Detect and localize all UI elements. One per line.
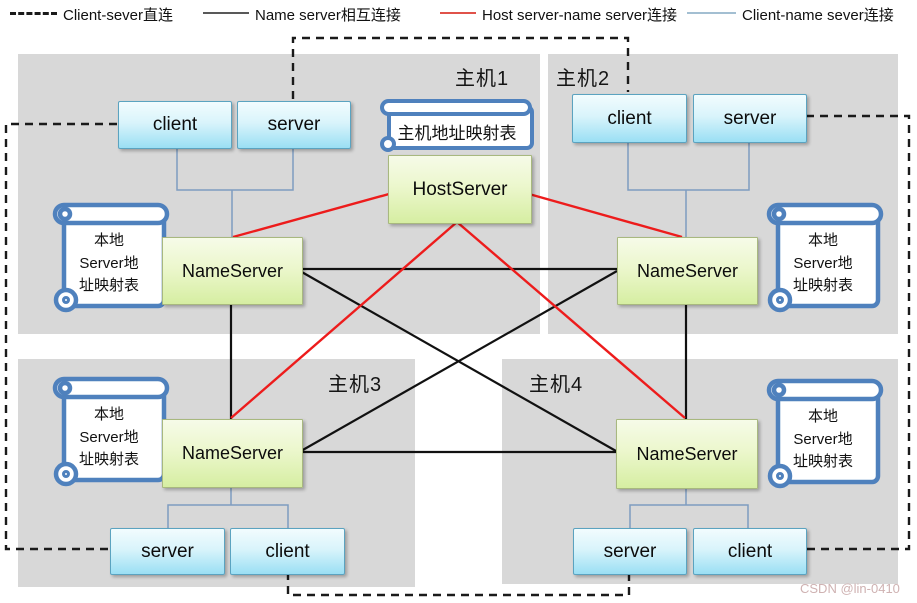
client-box-host1: client (118, 101, 232, 149)
hostserver-box: HostServer (388, 155, 532, 224)
client-ns-link-host2 (627, 141, 750, 238)
nameserver-box-host4: NameServer (616, 419, 758, 489)
red-link-hs-ns2 (528, 192, 683, 239)
local-server-map-scroll-host1: 本地 Server地址映射表 (46, 200, 172, 320)
direct-client-server-links (4, 36, 911, 597)
local-server-map-text: 本地 Server地址映射表 (46, 404, 172, 472)
host-label-3: 主机3 (328, 374, 383, 396)
client-ns-link-host3 (167, 486, 289, 528)
client-label: client (152, 114, 198, 135)
legend: Client-sever直连 Name server相互连接 Host serv… (0, 0, 917, 28)
legend-label-hostserver-nameserver: Host server-name server连接 (482, 7, 678, 24)
server-box-host1: server (237, 101, 351, 149)
nameserver-label: NameServer (636, 443, 738, 464)
local-server-map-scroll-host4: 本地 Server地址映射表 (760, 376, 886, 496)
nameserver-box-host2: NameServer (617, 237, 758, 305)
direct-link-client1-server3 (4, 122, 117, 551)
local-map-line2: Server地 (79, 254, 139, 272)
server-box-host2: server (693, 94, 807, 143)
legend-label-client-server-direct: Client-sever直连 (63, 7, 174, 24)
server-label: server (267, 114, 321, 135)
scroll-bottom-curl (380, 136, 396, 152)
client-label: client (607, 107, 652, 129)
local-map-line3: 址映射表 (792, 277, 853, 294)
local-map-line3: 址映射表 (792, 453, 853, 470)
client-nameserver-links (167, 141, 750, 528)
server-box-host3: server (110, 528, 225, 575)
client-box-host3: client (230, 528, 345, 575)
nameserver-label: NameServer (181, 260, 284, 281)
local-server-map-text: 本地 Server地址映射表 (760, 406, 886, 474)
local-map-line2: Server地 (793, 254, 853, 272)
local-map-line2: Server地 (79, 428, 139, 446)
host-label-4: 主机4 (529, 374, 584, 396)
host-address-map-scroll: 主机地址映射表 (378, 98, 536, 152)
legend-red-line-sample (440, 12, 476, 14)
scroll-bottom-curl (53, 287, 79, 313)
host-label-2: 主机2 (556, 68, 611, 90)
nameserver-box-host3: NameServer (162, 419, 303, 488)
local-server-map-scroll-host2: 本地 Server地址映射表 (760, 200, 886, 320)
client-box-host2: client (572, 94, 687, 143)
local-server-map-scroll-host3: 本地 Server地址映射表 (46, 374, 172, 494)
csdn-watermark: CSDN @lin-0410 (800, 581, 900, 596)
host-address-map-label: 主机地址映射表 (397, 124, 517, 143)
client-label: client (727, 540, 773, 562)
nameserver-mesh-links (229, 267, 688, 454)
hostserver-nameserver-links (230, 192, 686, 419)
local-map-line1: 本地 (93, 232, 124, 249)
client-ns-link-host4 (629, 487, 749, 528)
scroll-shape-icon (52, 376, 170, 487)
local-map-line2: Server地 (793, 430, 853, 448)
local-map-line1: 本地 (807, 408, 838, 425)
local-map-line3: 址映射表 (78, 451, 139, 468)
legend-label-client-nameserver: Client-name sever连接 (742, 7, 894, 24)
client-ns-link-host1 (176, 147, 294, 238)
legend-label-nameserver-mesh: Name server相互连接 (255, 7, 401, 24)
local-map-line1: 本地 (93, 406, 124, 423)
hostserver-label: HostServer (412, 178, 508, 200)
local-server-map-text: 本地 Server地址映射表 (760, 230, 886, 298)
nameserver-label: NameServer (636, 260, 739, 281)
direct-link-server1-client2 (291, 36, 630, 99)
host-label-1: 主机1 (455, 68, 510, 90)
scroll-shape-icon (766, 378, 884, 489)
scroll-shape-icon (52, 202, 170, 313)
direct-link-client3-server4 (286, 572, 631, 597)
nameserver-label: NameServer (181, 443, 284, 463)
legend-blue-line-sample (687, 12, 736, 14)
client-box-host4: client (693, 528, 807, 575)
local-server-map-text: 本地 Server地址映射表 (46, 230, 172, 298)
local-map-line1: 本地 (807, 232, 838, 249)
mesh-ns2-ns3 (300, 270, 618, 452)
server-box-host4: server (573, 528, 687, 575)
nameserver-box-host1: NameServer (162, 237, 303, 305)
server-label: server (141, 540, 194, 562)
red-link-hs-ns1 (232, 192, 390, 239)
red-link-hs-ns4 (456, 221, 686, 419)
scroll-shape-icon (380, 99, 534, 152)
scroll-bottom-curl-dot (62, 296, 70, 304)
local-map-line3: 址映射表 (78, 277, 139, 294)
red-link-hs-ns3 (230, 221, 458, 419)
scroll-top-roll (52, 202, 170, 226)
server-label: server (723, 107, 777, 129)
client-label: client (265, 540, 310, 562)
scroll-top-curl (57, 206, 73, 222)
scroll-shape-icon (766, 202, 884, 313)
scroll-top-roll (380, 99, 532, 116)
legend-dashed-line-sample (10, 12, 57, 15)
server-label: server (603, 540, 657, 562)
legend-solid-line-sample (203, 12, 249, 14)
